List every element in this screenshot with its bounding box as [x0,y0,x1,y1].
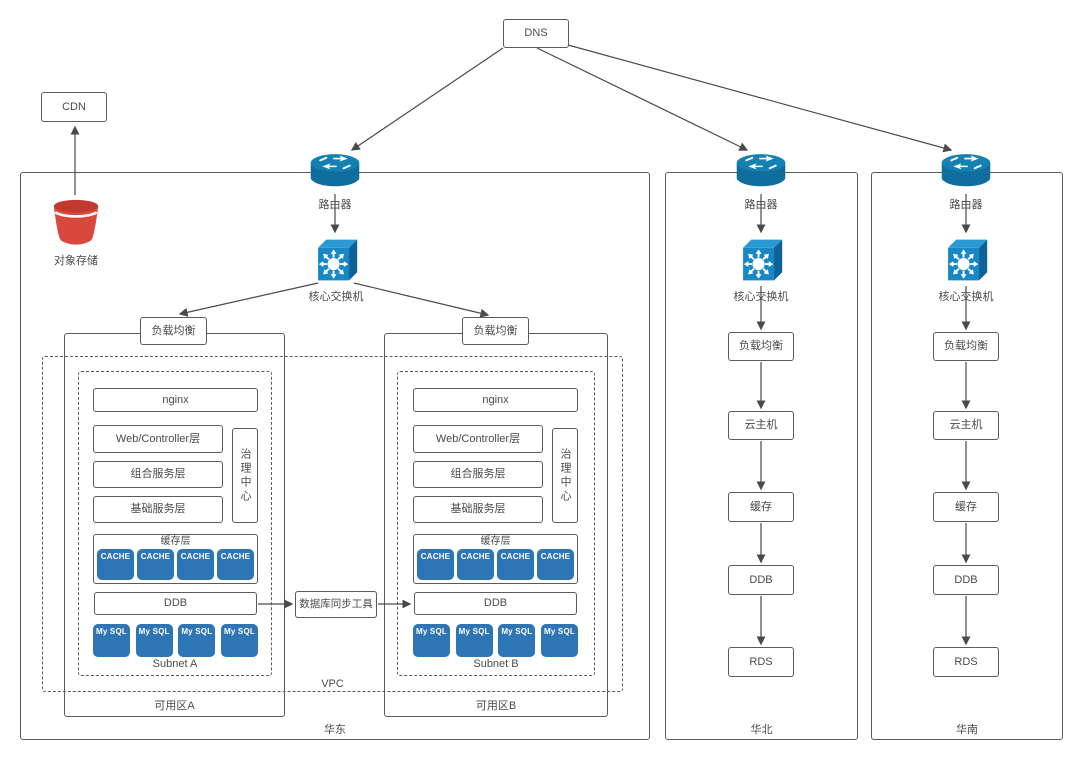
mysql-node: My SQL [220,624,258,657]
router-icon [309,151,361,192]
cdn-node: CDN [41,92,107,122]
cache-node: CACHE [537,549,574,580]
cache-node: CACHE [457,549,494,580]
base-service-node: 基础服务层 [413,496,543,523]
cache-node-region: 缓存 [933,492,999,522]
web-controller-node: Web/Controller层 [93,425,223,453]
compose-service-node: 组合服务层 [413,461,543,488]
cache-node: CACHE [217,549,254,580]
web-controller-node: Web/Controller层 [413,425,543,453]
subnet-a-label: Subnet A [152,658,198,670]
core-switch-icon [739,237,783,283]
cloud-host-node: 云主机 [933,411,999,440]
governance-center-label: 治理中心 [559,447,572,504]
ddb-node: DDB [414,592,577,615]
zone-b-label: 可用区B [475,700,517,712]
router-label: 路由器 [949,199,983,211]
cache-node: CACHE [497,549,534,580]
cache-node-region: 缓存 [728,492,794,522]
ddb-node: DDB [933,565,999,595]
dns-node: DNS [503,19,569,48]
vpc-label: VPC [321,678,344,690]
ddb-node: DDB [94,592,257,615]
core-switch-icon [944,237,988,283]
object-storage-icon [50,196,102,248]
core-switch-label: 核心交换机 [733,291,789,303]
load-balancer-node: 负载均衡 [462,317,529,345]
compose-service-node: 组合服务层 [93,461,223,488]
cache-node: CACHE [97,549,134,580]
subnet-b-label: Subnet B [473,658,519,670]
db-sync-tool-node: 数据库同步工具 [295,591,377,618]
cache-node: CACHE [177,549,214,580]
cache-node: CACHE [137,549,174,580]
cache-layer-label: 缓存层 [160,536,191,547]
load-balancer-node: 负载均衡 [933,332,999,361]
nginx-node: nginx [93,388,258,412]
governance-center-node: 治理中心 [552,428,578,523]
governance-center-label: 治理中心 [239,447,252,504]
mysql-node: My SQL [540,624,578,657]
cache-layer-group: 缓存层 CACHE CACHE CACHE CACHE [413,534,578,584]
mysql-node: My SQL [413,624,450,657]
base-service-node: 基础服务层 [93,496,223,523]
region-north-label: 华北 [750,724,773,736]
zone-a-label: 可用区A [154,700,195,712]
load-balancer-node: 负载均衡 [728,332,794,361]
nginx-node: nginx [413,388,578,412]
mysql-group: My SQL My SQL My SQL My SQL [413,624,578,657]
region-east-label: 华东 [324,724,346,736]
governance-center-node: 治理中心 [232,428,258,523]
mysql-node: My SQL [135,624,173,657]
cache-layer-label: 缓存层 [480,536,511,547]
load-balancer-node: 负载均衡 [140,317,207,345]
rds-node: RDS [728,647,794,677]
mysql-node: My SQL [498,624,536,657]
router-icon [735,151,787,192]
core-switch-label: 核心交换机 [308,291,364,303]
core-switch-label: 核心交换机 [938,291,994,303]
router-label: 路由器 [744,199,778,211]
cloud-host-node: 云主机 [728,411,794,440]
ddb-node: DDB [728,565,794,595]
cache-node: CACHE [417,549,454,580]
cache-layer-group: 缓存层 CACHE CACHE CACHE CACHE [93,534,258,584]
region-south-label: 华南 [956,724,978,736]
router-icon [940,151,992,192]
rds-node: RDS [933,647,999,677]
router-label: 路由器 [318,199,352,211]
mysql-group: My SQL My SQL My SQL My SQL [93,624,258,657]
mysql-node: My SQL [178,624,216,657]
mysql-node: My SQL [455,624,493,657]
core-switch-icon [314,237,358,283]
object-storage-label: 对象存储 [54,255,98,267]
mysql-node: My SQL [93,624,130,657]
